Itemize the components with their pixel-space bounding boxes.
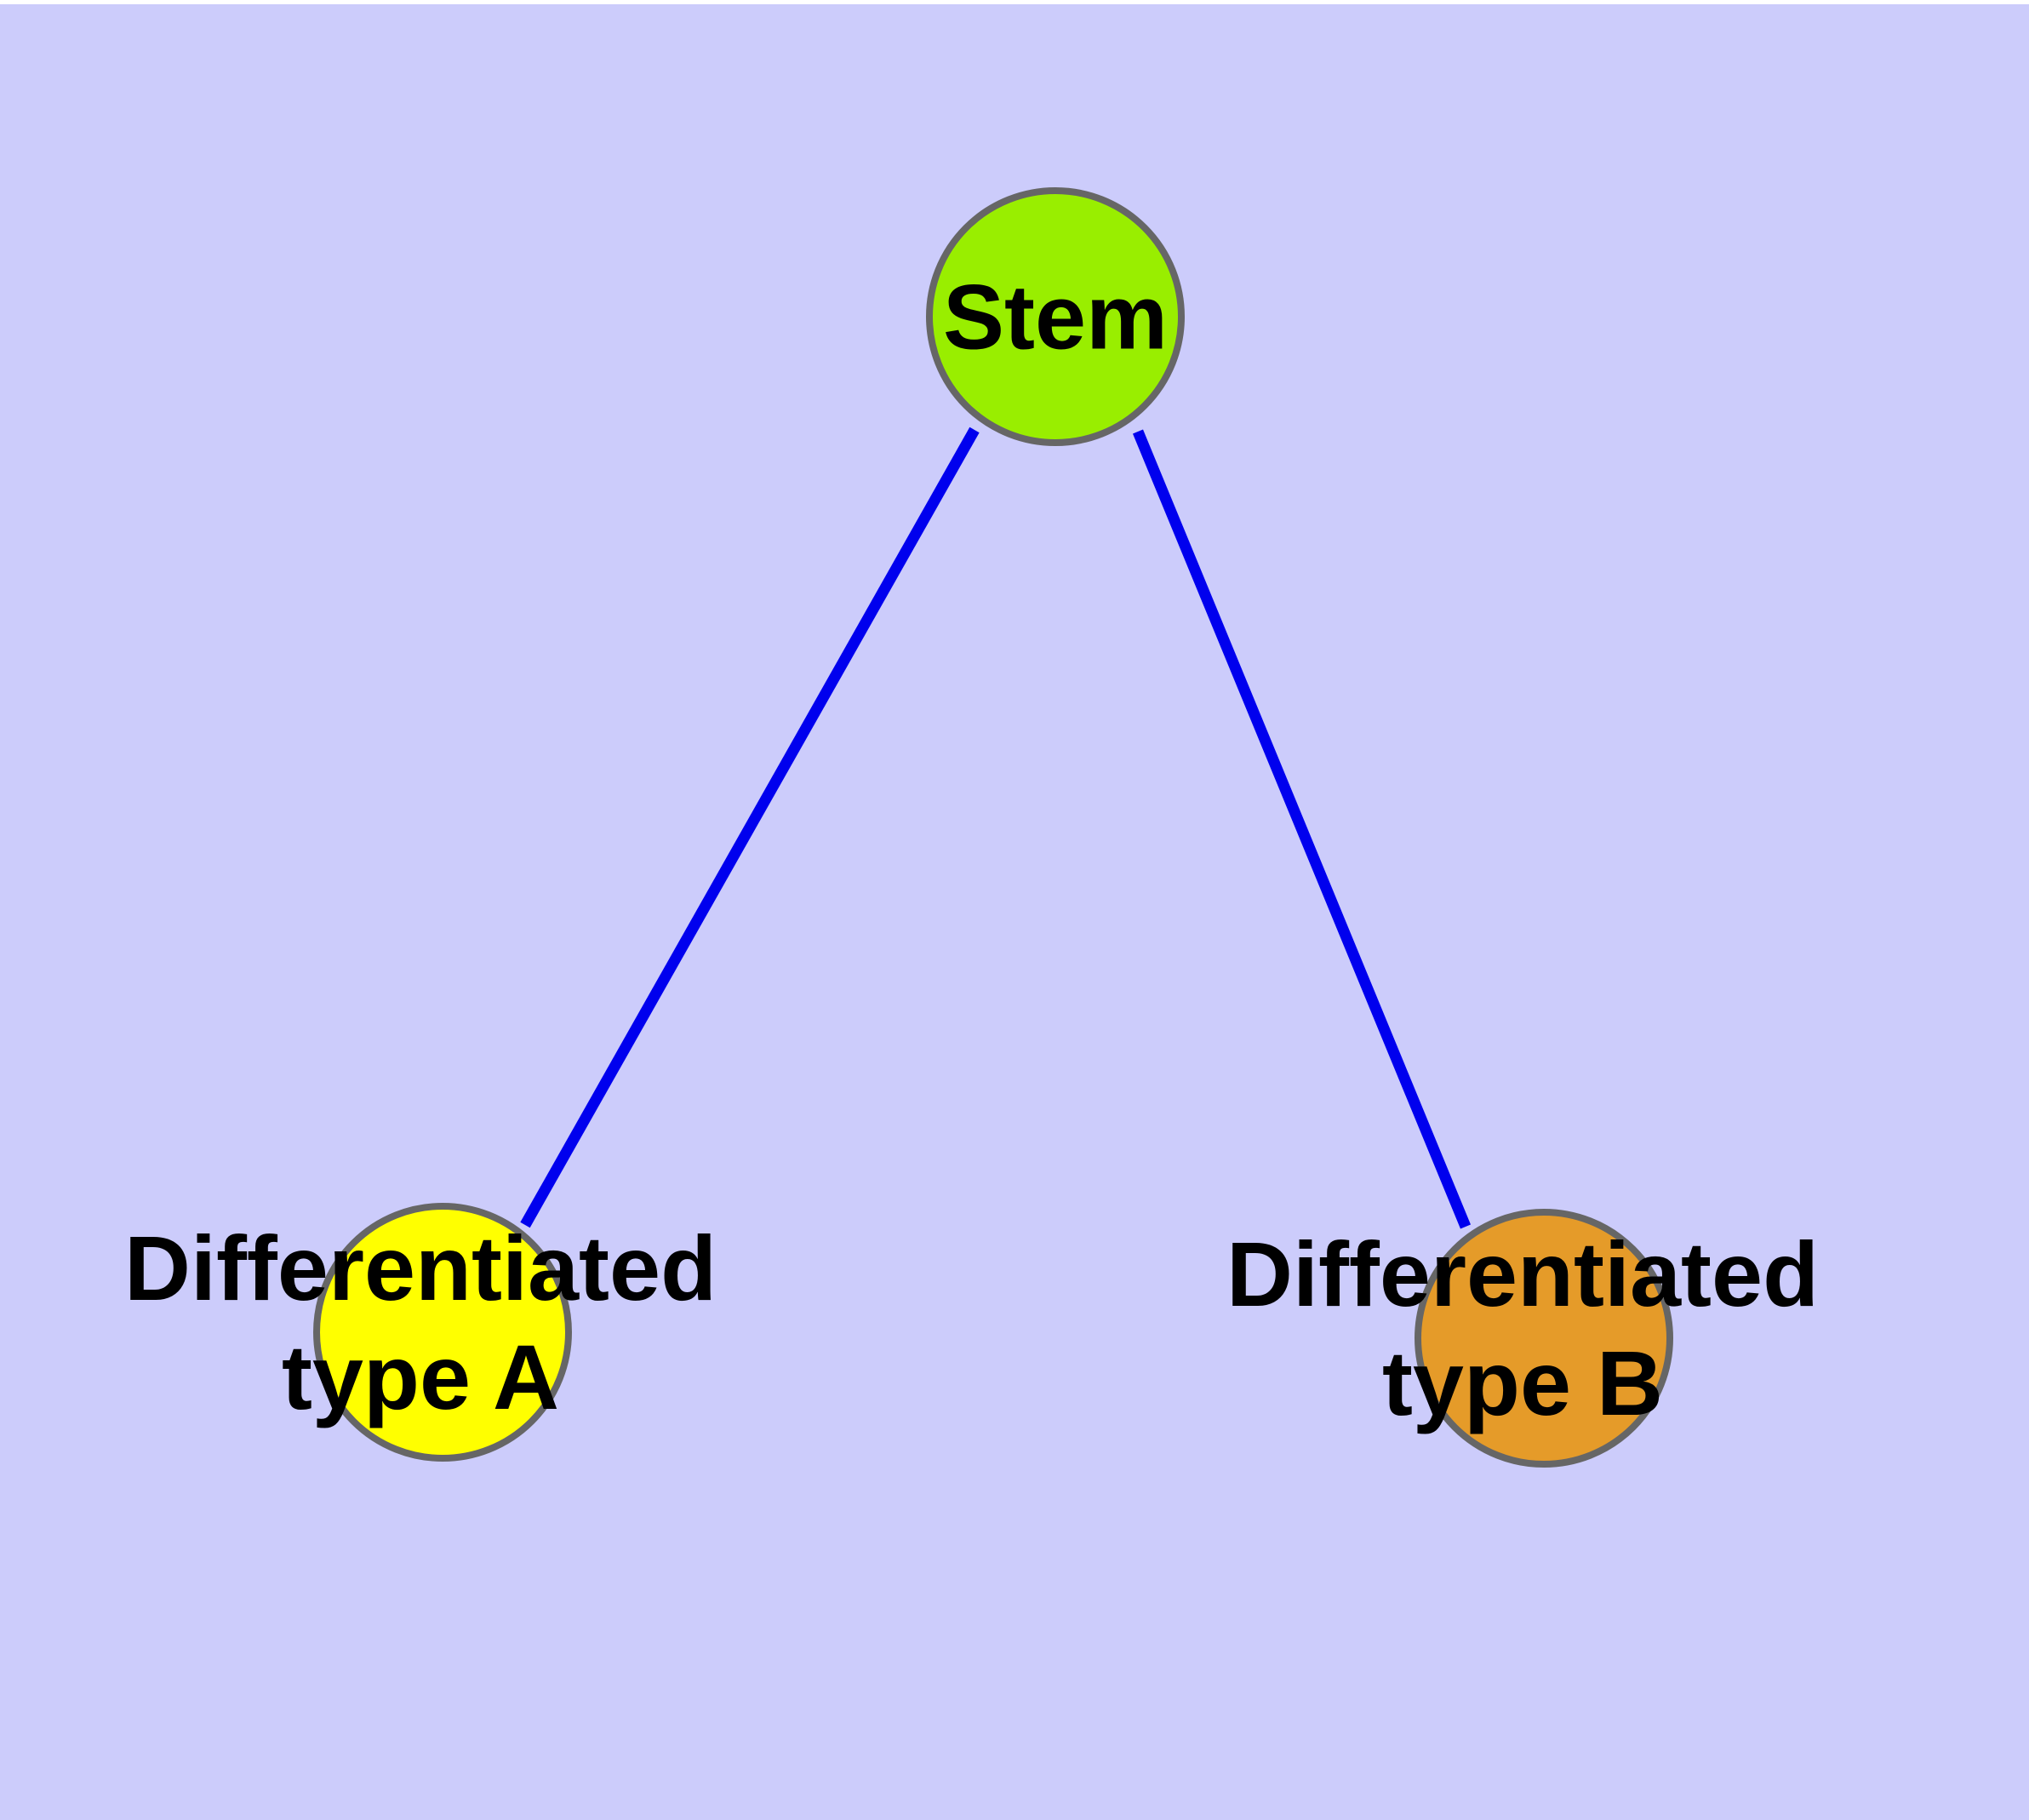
node-diff-a-label-line2: type A [282,1325,559,1428]
node-diff-a-circle[interactable] [313,1203,572,1462]
node-stem[interactable] [926,187,1185,446]
node-diff-b-label-line2: type B [1382,1331,1663,1434]
node-diff-a-label-line1: Differentiated [124,1216,717,1319]
node-diff-b-circle[interactable] [1415,1209,1673,1468]
node-stem-circle[interactable] [926,187,1185,446]
node-layer [313,187,1673,1468]
node-diff-a[interactable] [313,1203,572,1462]
label-layer: Stem Differentiated type A Differentiate… [124,266,1819,1435]
canvas-top-margin [0,0,2029,4]
node-stem-label: Stem [943,266,1168,369]
edge-stem-to-diff-a[interactable] [520,426,980,1228]
node-diff-b[interactable] [1415,1209,1673,1468]
edge-stem-to-diff-b[interactable] [1132,429,1472,1229]
node-diff-b-label-line1: Differentiated [1226,1222,1819,1325]
node-diff-b-label: Differentiated type B [1226,1222,1819,1434]
edge-layer [520,426,1472,1229]
node-diff-a-label: Differentiated type A [124,1216,717,1428]
